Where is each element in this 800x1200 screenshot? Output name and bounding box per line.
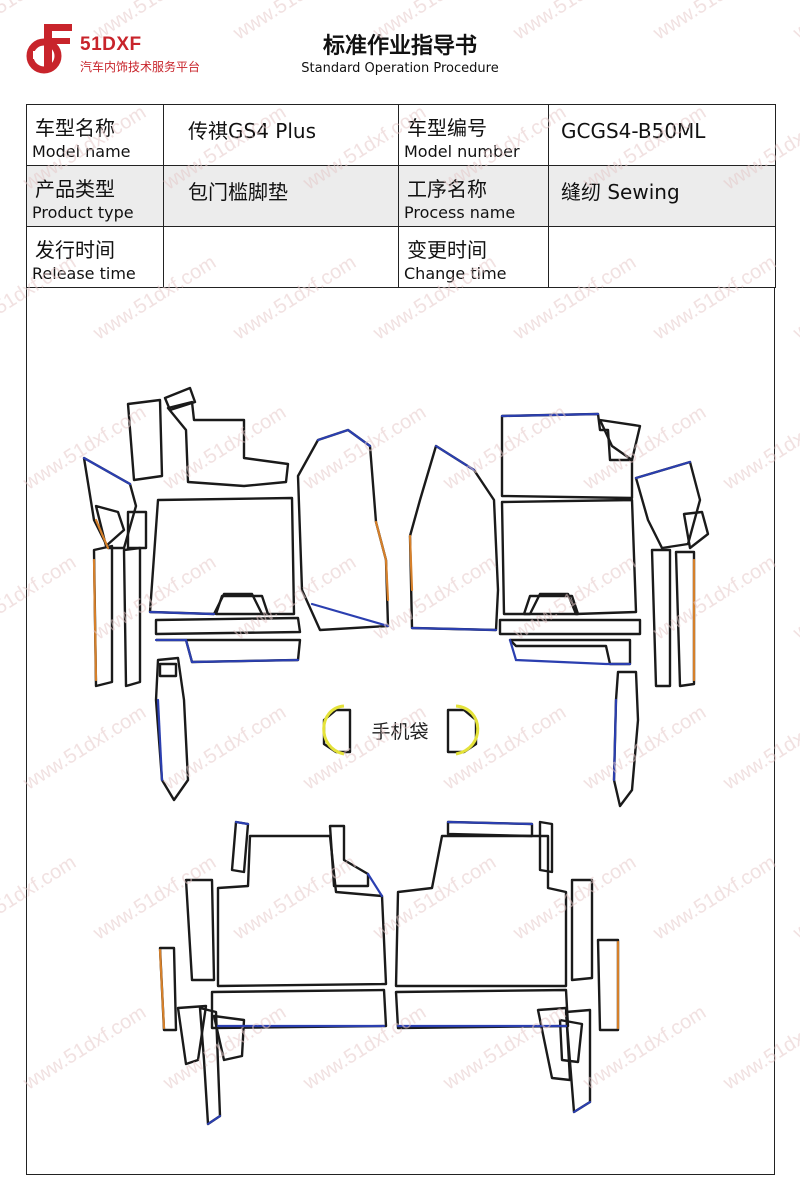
model-number-value-cell: GCGS4-B50ML bbox=[548, 104, 776, 166]
process-name-value-cell: 缝纫 Sewing bbox=[548, 165, 776, 227]
rear-left-top-strip bbox=[230, 820, 250, 874]
release-time-value-cell bbox=[163, 226, 399, 288]
info-row-product: 产品类型 Product type 包门槛脚垫 工序名称 Process nam… bbox=[26, 165, 776, 227]
front-right-threshold-bar bbox=[612, 670, 640, 808]
release-time-label-en: Release time bbox=[32, 264, 136, 283]
process-name-value: 缝纫 Sewing bbox=[561, 180, 680, 204]
model-name-label-cell: 车型名称 Model name bbox=[26, 104, 164, 166]
front-left-tunnel-wall bbox=[296, 428, 390, 632]
front-right-tunnel-wall bbox=[408, 444, 500, 632]
change-time-label-cell: 变更时间 Change time bbox=[398, 226, 549, 288]
document-subtitle: Standard Operation Procedure bbox=[301, 61, 499, 76]
rear-left-main-mat bbox=[216, 834, 388, 988]
front-left-wing-inner bbox=[94, 504, 126, 548]
front-left-upper-strip-b bbox=[163, 386, 197, 412]
process-name-label-en: Process name bbox=[404, 203, 516, 222]
front-left-threshold-small bbox=[158, 662, 178, 678]
phone-pocket-left-outline bbox=[322, 708, 352, 754]
product-type-label-cell: 产品类型 Product type bbox=[26, 165, 164, 227]
model-number-label-en: Model number bbox=[404, 142, 520, 161]
rear-left-step bbox=[328, 824, 370, 888]
info-row-time: 发行时间 Release time 变更时间 Change time bbox=[26, 226, 776, 288]
rear-right-top-strip bbox=[538, 820, 554, 874]
front-right-heel-pad bbox=[500, 412, 634, 500]
product-type-label-en: Product type bbox=[32, 203, 134, 222]
phone-pocket-right-outline bbox=[446, 708, 478, 754]
product-type-value-cell: 包门槛脚垫 bbox=[163, 165, 399, 227]
front-left-footrest-pad bbox=[214, 594, 270, 616]
rear-left-fan-1 bbox=[176, 1004, 208, 1066]
model-name-value: 传祺GS4 Plus bbox=[188, 119, 316, 143]
front-left-lower-strip-1 bbox=[154, 616, 302, 636]
front-left-threshold-bar bbox=[154, 656, 190, 802]
drawing-frame bbox=[26, 288, 775, 1175]
front-left-upper-strip-a bbox=[126, 398, 164, 482]
front-right-footrest-pad bbox=[522, 594, 580, 616]
rear-right-main-mat bbox=[394, 834, 568, 988]
watermark-text: www.51dxf.com bbox=[789, 851, 800, 944]
front-right-sill-long bbox=[674, 550, 696, 688]
front-left-heel-pad bbox=[166, 400, 290, 488]
watermark-text: www.51dxf.com bbox=[789, 551, 800, 644]
product-type-label-cn: 产品类型 bbox=[35, 177, 115, 201]
rear-right-fan-1 bbox=[536, 1006, 572, 1082]
brand-tagline: 汽车内饰技术服务平台 bbox=[80, 60, 201, 74]
front-right-main-mat bbox=[500, 498, 638, 616]
rear-right-fan-3 bbox=[558, 1018, 584, 1064]
front-right-lower-strip-1 bbox=[498, 618, 642, 636]
front-left-pillar-strip bbox=[126, 510, 148, 550]
process-name-label-cn: 工序名称 bbox=[407, 177, 487, 201]
rear-left-fan-3 bbox=[212, 1014, 246, 1062]
model-number-label-cn: 车型编号 bbox=[407, 116, 487, 140]
change-time-label-en: Change time bbox=[404, 264, 507, 283]
model-name-label-cn: 车型名称 bbox=[35, 116, 115, 140]
rear-right-side-strip bbox=[570, 878, 594, 982]
floor-mat-pattern-drawing: 手机袋 bbox=[82, 386, 710, 1126]
rear-left-side-strip bbox=[184, 878, 216, 982]
front-right-pillar-strip bbox=[650, 548, 672, 688]
process-name-label-cell: 工序名称 Process name bbox=[398, 165, 549, 227]
watermark-text: www.51dxf.com bbox=[789, 0, 800, 45]
product-type-value: 包门槛脚垫 bbox=[188, 180, 288, 204]
brand-name: 51DXF bbox=[80, 34, 142, 55]
front-left-sill-inner bbox=[122, 546, 142, 688]
phone-pocket-label: 手机袋 bbox=[371, 721, 428, 743]
document-title: 标准作业指导书 bbox=[322, 34, 477, 59]
info-table: 车型名称 Model name 传祺GS4 Plus 车型编号 Model nu… bbox=[26, 104, 776, 288]
front-right-upper-strip bbox=[598, 418, 642, 462]
release-time-label-cn: 发行时间 bbox=[35, 238, 115, 262]
info-row-model: 车型名称 Model name 传祺GS4 Plus 车型编号 Model nu… bbox=[26, 104, 776, 166]
rear-right-sill bbox=[596, 938, 620, 1032]
model-name-label-en: Model name bbox=[32, 142, 131, 161]
front-right-wing-inner bbox=[682, 510, 710, 550]
model-number-value: GCGS4-B50ML bbox=[561, 119, 706, 143]
release-time-label-cell: 发行时间 Release time bbox=[26, 226, 164, 288]
change-time-value-cell bbox=[548, 226, 776, 288]
watermark-text: www.51dxf.com bbox=[789, 251, 800, 344]
change-time-label-cn: 变更时间 bbox=[407, 238, 487, 262]
watermark-text: www.51dxf.com bbox=[649, 0, 780, 45]
model-name-value-cell: 传祺GS4 Plus bbox=[163, 104, 399, 166]
rear-left-bottom-strip bbox=[210, 988, 388, 1030]
model-number-label-cell: 车型编号 Model number bbox=[398, 104, 549, 166]
brand-logo-icon bbox=[26, 24, 72, 74]
